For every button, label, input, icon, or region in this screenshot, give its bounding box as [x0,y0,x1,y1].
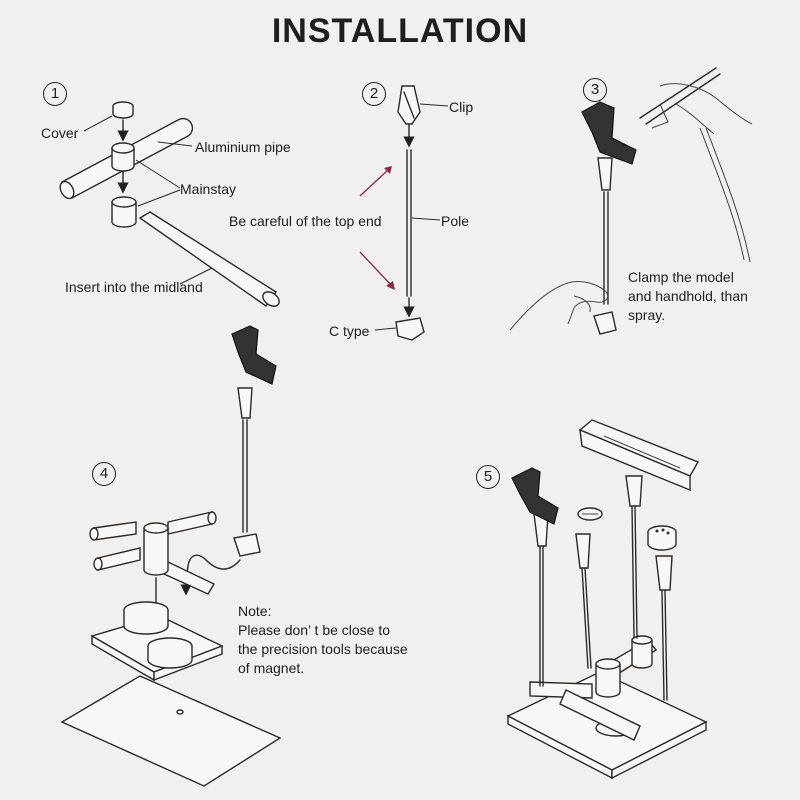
hand-upper [659,83,753,125]
step-3-line-3: spray. [628,307,666,323]
label-c-type: C type [329,323,370,339]
label-aluminium-pipe: Aluminium pipe [195,139,291,155]
mainstay-lower [111,202,137,228]
page-title: INSTALLATION [271,12,529,50]
mainstay-4 [143,528,169,576]
c-type-part [395,317,425,341]
step-5-number: 5 [476,465,500,489]
step-5-illustration [506,419,708,780]
note-title: Note: [238,603,272,619]
step-3-line-2: and handhold, than [628,288,748,304]
label-insert-midland: Insert into the midland [65,279,203,295]
note-line-1: Please don’ t be close to [238,622,391,638]
label-careful-top-end: Be careful of the top end [229,213,382,229]
model-seat-5 [511,467,559,525]
label-mainstay: Mainstay [180,181,237,197]
step-1-illustration [59,101,280,307]
metal-plate [60,675,282,787]
model-seat [581,101,637,165]
label-pole: Pole [441,213,470,229]
airbrush [639,67,717,119]
step-3-instruction: Clamp the model and handhold, than spray… [628,268,748,325]
step-2-illustration [359,85,449,341]
label-cover: Cover [41,125,79,141]
label-clip: Clip [449,99,474,115]
note-line-2: the precision tools because [238,641,408,657]
mainstay-upper [111,148,135,172]
aluminium-pipe-long [138,211,277,307]
step-4-note: Note: Please don’ t be close to the prec… [238,602,408,678]
note-line-3: of magnet. [238,660,305,676]
hand-lower [509,281,609,331]
step-4-number: 4 [92,462,116,486]
model-seat-4 [231,325,277,385]
step-1-number: 1 [43,82,67,106]
step-3-number: 3 [583,78,607,102]
step-4-illustration [60,325,282,787]
step-3-illustration [509,67,753,335]
step-2-number: 2 [362,82,386,106]
step-3-line-1: Clamp the model [628,269,734,285]
